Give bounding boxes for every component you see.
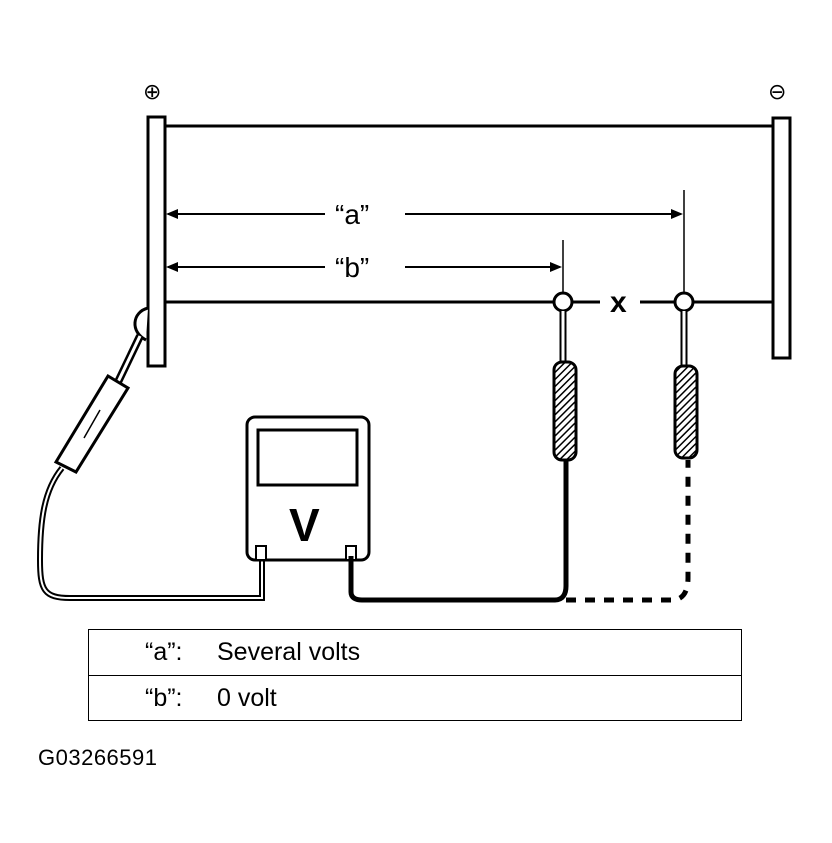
left-lead-wire-inner <box>38 467 263 599</box>
probe-point-b <box>552 291 574 313</box>
result-value-a: Several volts <box>217 638 361 666</box>
voltmeter-display <box>256 428 359 487</box>
left-lead-wire <box>36 466 265 601</box>
result-key-b: “b”: <box>145 684 183 712</box>
result-row-a: “a”: Several volts <box>89 630 741 676</box>
left-probe-handle-mark <box>83 409 101 439</box>
measurement-label-a: “a” <box>335 199 369 230</box>
positive-terminal-symbol: ⊕ <box>143 80 161 105</box>
result-table: “a”: Several volts “b”: 0 volt <box>88 629 742 721</box>
figure-id: G03266591 <box>38 745 158 770</box>
positive-terminal-plate <box>146 115 167 368</box>
result-key-a: “a”: <box>145 638 183 666</box>
result-value-b: 0 volt <box>217 684 277 712</box>
fault-marker: x <box>610 286 627 319</box>
measurement-label-b: “b” <box>335 252 369 283</box>
probe-a-handle <box>673 364 699 460</box>
voltmeter-letter: V <box>289 499 320 551</box>
negative-terminal-plate <box>771 116 792 360</box>
probe-point-a <box>673 291 695 313</box>
result-row-b: “b”: 0 volt <box>89 676 741 721</box>
left-probe-shaft-inner <box>116 335 142 383</box>
negative-terminal-symbol: ⊖ <box>768 80 786 105</box>
voltmeter-jack-left <box>255 545 267 561</box>
right-lead-wire <box>348 460 569 603</box>
alternate-lead-wire <box>566 460 691 603</box>
probe-b-handle <box>552 360 578 462</box>
